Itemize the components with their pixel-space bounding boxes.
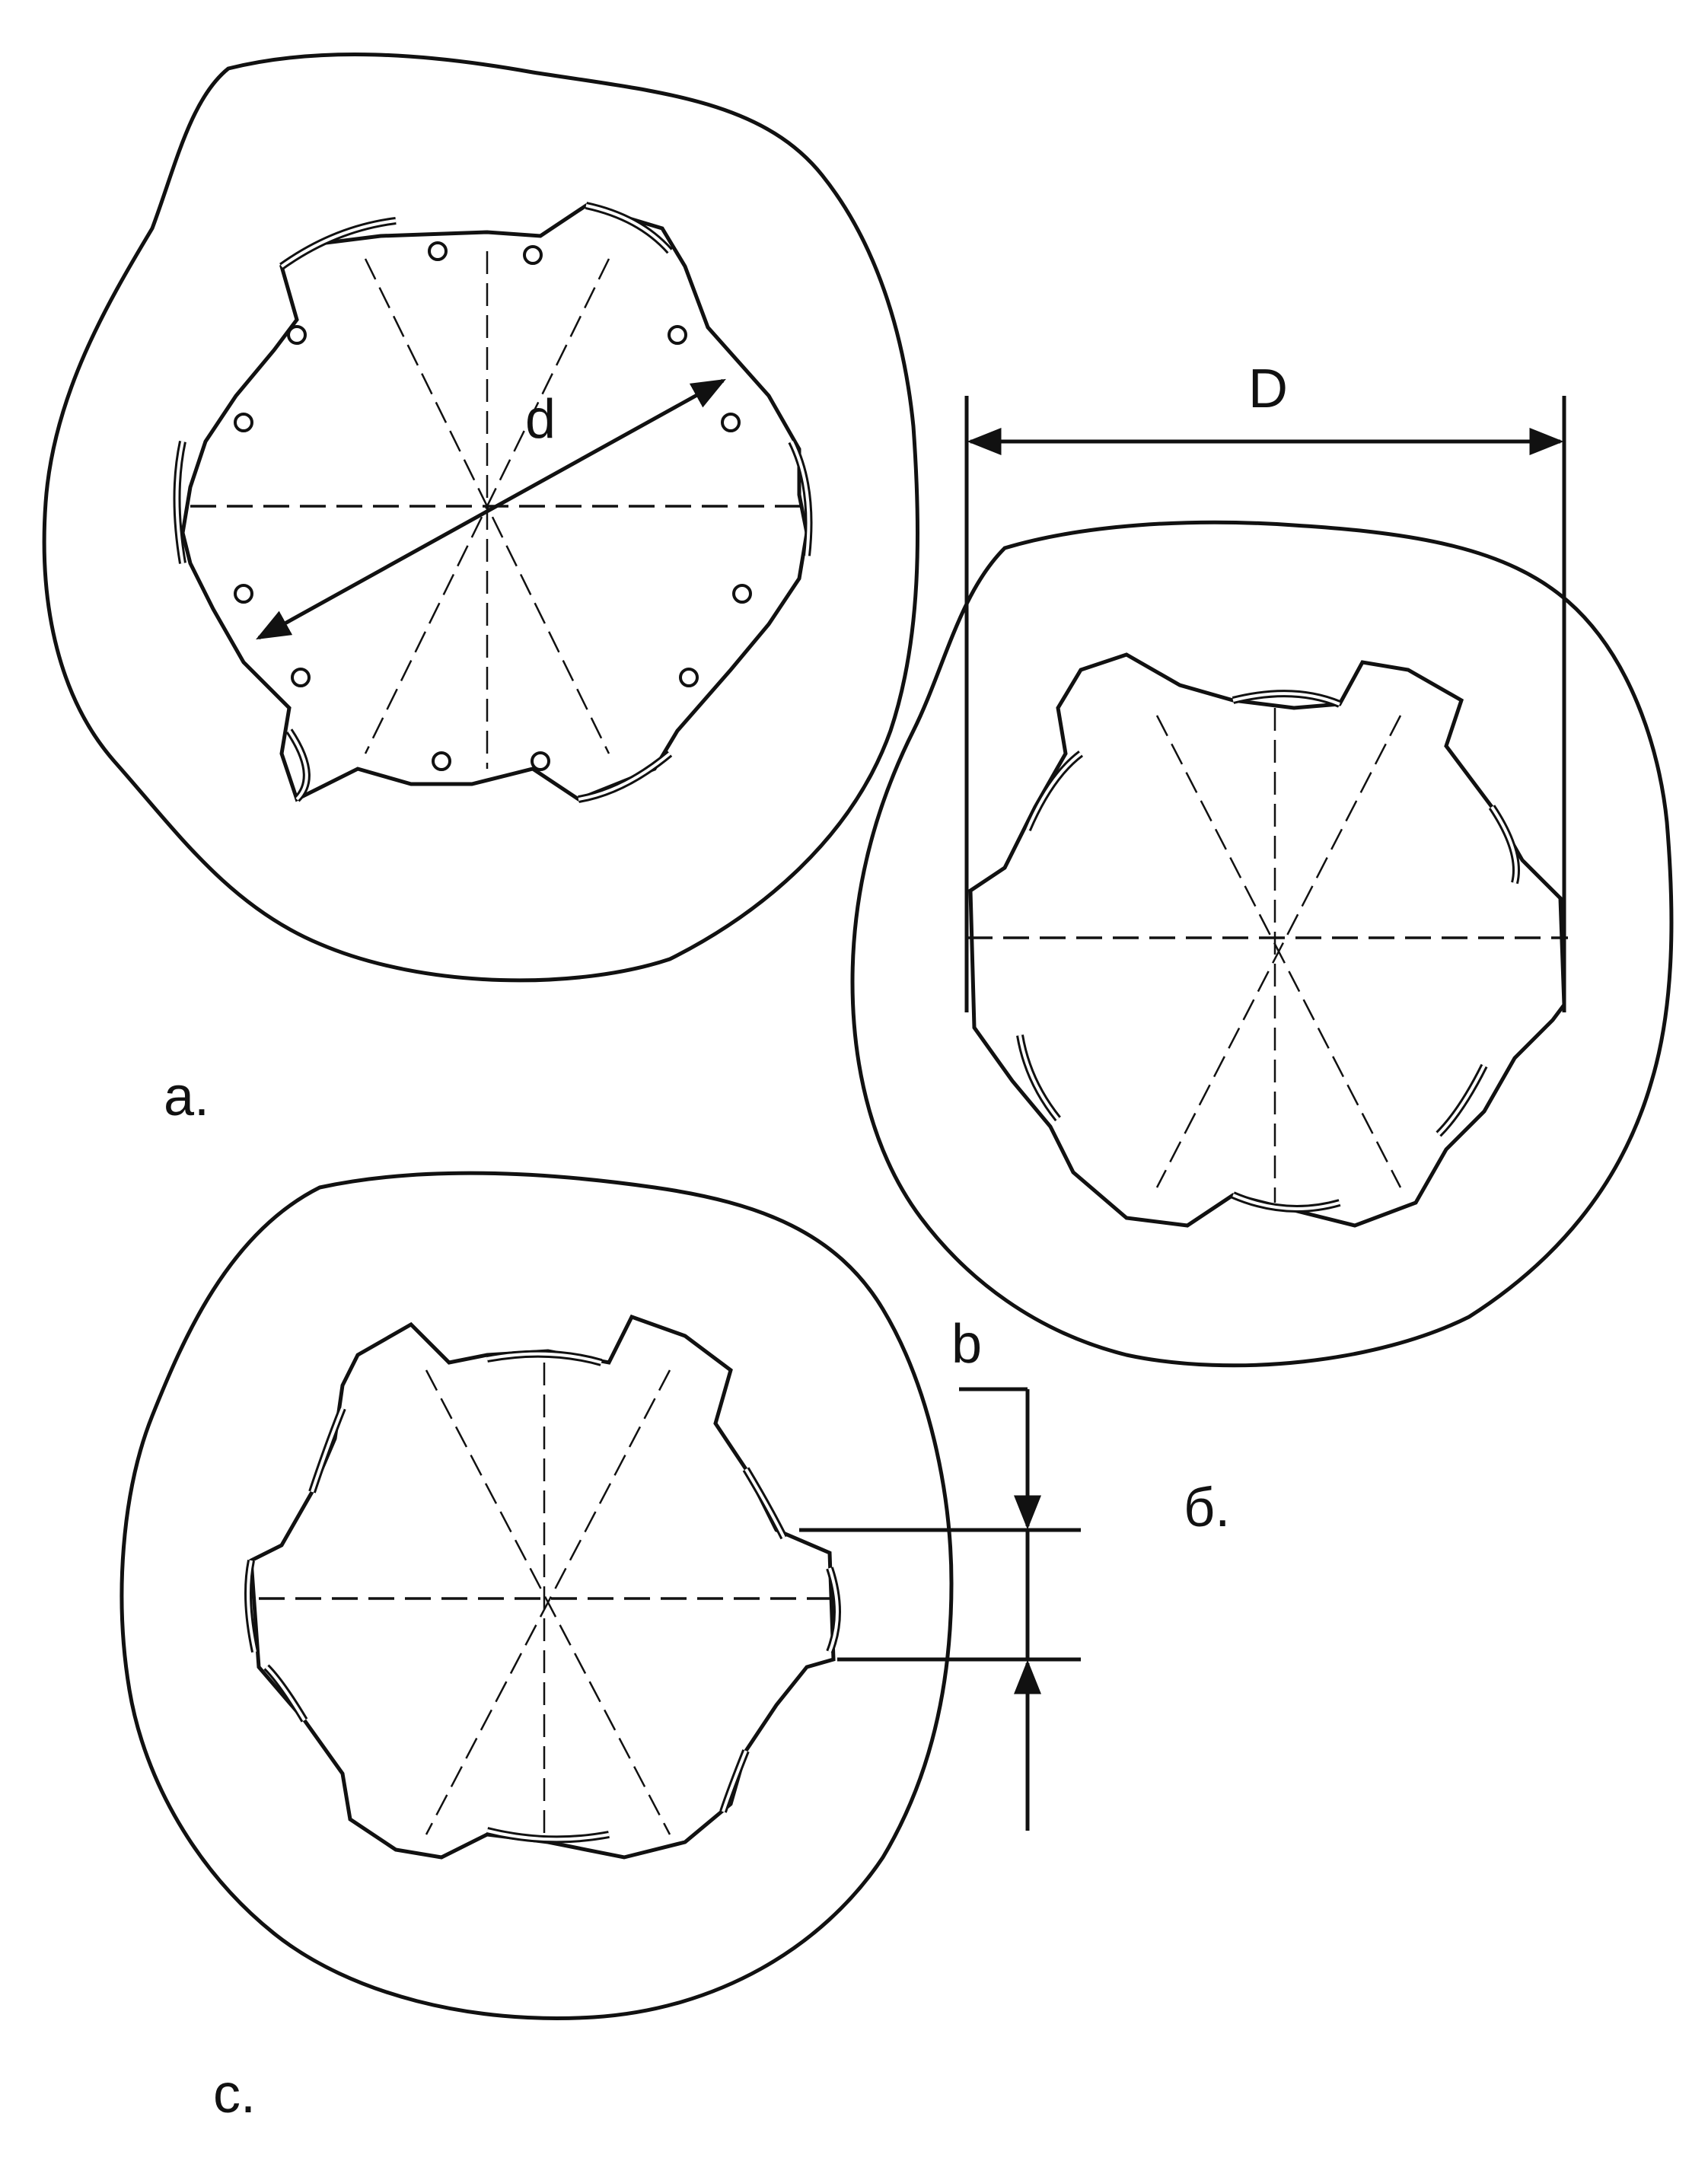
panel-b-joint: D б.	[850, 359, 1674, 1538]
panel-b-hub	[850, 520, 1674, 1368]
dimension-d-line	[256, 378, 726, 640]
panel-a-hub	[42, 53, 920, 983]
dimension-b-label: b	[951, 1314, 982, 1375]
dimension-D-label: D	[1248, 359, 1288, 419]
panel-b-label: б.	[1184, 1477, 1230, 1538]
panel-c-joint: b c.	[119, 1171, 1081, 2125]
panel-a-shaft	[180, 203, 809, 802]
panel-c-shaft	[249, 1314, 836, 1860]
panel-a-label: a.	[164, 1066, 209, 1127]
panel-b-shaft	[968, 652, 1566, 1228]
dimension-d-label: d	[525, 389, 556, 450]
panel-a-joint: d a.	[42, 53, 920, 1127]
panel-c-label: c.	[213, 2064, 256, 2125]
panel-c-hub	[119, 1171, 954, 2020]
